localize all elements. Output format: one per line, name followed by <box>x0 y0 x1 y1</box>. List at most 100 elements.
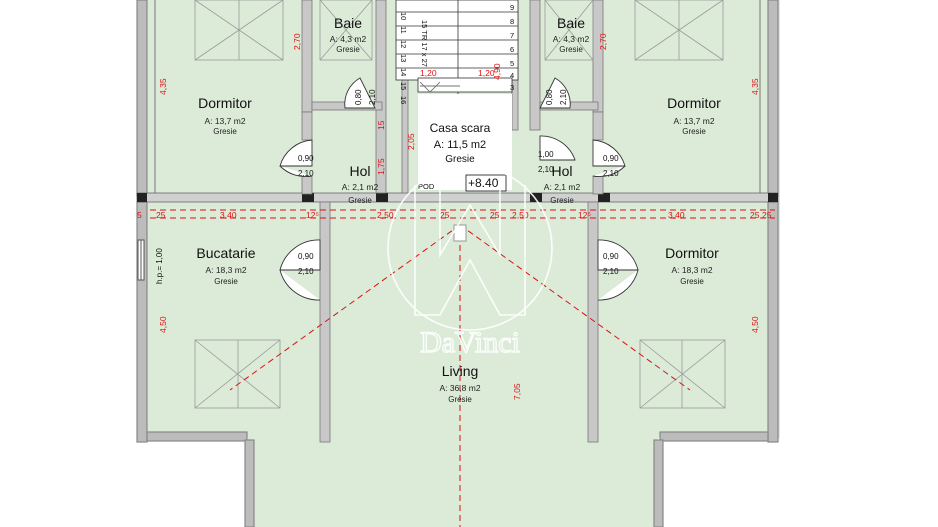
room-dormitor-top-left: Dormitor A: 13,7 m2 Gresie <box>198 95 252 136</box>
svg-text:Bucatarie: Bucatarie <box>196 245 255 261</box>
svg-text:5: 5 <box>137 210 142 220</box>
svg-text:3,40: 3,40 <box>668 210 685 220</box>
stair-numbers-right: 9 8 7 6 5 4 3 <box>510 3 514 92</box>
svg-text:15: 15 <box>376 120 386 130</box>
svg-text:A: 4,3 m2: A: 4,3 m2 <box>553 34 590 44</box>
svg-text:8: 8 <box>510 17 514 26</box>
svg-text:2,10: 2,10 <box>603 267 619 276</box>
svg-text:Dormitor: Dormitor <box>665 245 719 261</box>
svg-text:A: 36,8 m2: A: 36,8 m2 <box>439 383 480 393</box>
svg-text:12⁵: 12⁵ <box>578 210 591 220</box>
window-left <box>137 239 145 281</box>
elevation-label: +8.40 <box>468 176 499 190</box>
svg-text:A: 11,5 m2: A: 11,5 m2 <box>434 139 486 151</box>
svg-text:A: 18,3 m2: A: 18,3 m2 <box>671 265 712 275</box>
svg-text:Gresie: Gresie <box>213 127 237 136</box>
svg-text:13: 13 <box>399 54 408 62</box>
svg-text:12: 12 <box>399 40 408 48</box>
svg-text:2,10: 2,10 <box>603 169 619 178</box>
svg-text:Hol: Hol <box>551 163 572 179</box>
svg-text:1,00: 1,00 <box>538 150 554 159</box>
svg-text:2,50: 2,50 <box>377 210 394 220</box>
svg-text:25: 25 <box>440 210 450 220</box>
stair-numbers-left: 10 11 12 13 14 15 16 <box>399 12 408 104</box>
door-swings <box>279 77 639 301</box>
svg-text:4: 4 <box>510 71 514 80</box>
svg-text:Gresie: Gresie <box>214 277 238 286</box>
svg-text:Gresie: Gresie <box>348 196 372 205</box>
svg-text:16: 16 <box>399 96 408 104</box>
davinci-watermark-logo: DaVinci <box>387 165 553 360</box>
svg-text:2,70: 2,70 <box>292 33 302 50</box>
svg-text:Gresie: Gresie <box>680 277 704 286</box>
svg-text:A: 18,3 m2: A: 18,3 m2 <box>205 265 246 275</box>
svg-text:4,35: 4,35 <box>750 78 760 95</box>
svg-text:25: 25 <box>750 210 760 220</box>
svg-text:10: 10 <box>399 12 408 20</box>
svg-text:Living: Living <box>442 363 479 379</box>
svg-text:25: 25 <box>156 210 166 220</box>
stair-height-dim: 4,90 <box>492 63 502 80</box>
room-hol-right: Hol A: 2,1 m2 Gresie <box>544 163 581 205</box>
svg-text:4,35: 4,35 <box>158 78 168 95</box>
svg-text:12⁵: 12⁵ <box>306 210 319 220</box>
stair-note: 15 TR 17 x 27 <box>420 20 429 67</box>
svg-text:2,10: 2,10 <box>559 89 568 105</box>
svg-text:0,90: 0,90 <box>603 252 619 261</box>
svg-text:0,80: 0,80 <box>545 89 554 105</box>
roof-dashed-lines <box>150 209 775 527</box>
room-baie-left: Baie A: 4,3 m2 Gresie <box>330 15 367 54</box>
svg-text:1,75: 1,75 <box>376 158 386 175</box>
svg-text:7: 7 <box>510 31 514 40</box>
svg-text:5: 5 <box>510 59 514 68</box>
svg-text:A: 13,7 m2: A: 13,7 m2 <box>204 116 245 126</box>
svg-text:3: 3 <box>510 83 514 92</box>
room-living: Living A: 36,8 m2 Gresie <box>439 363 480 404</box>
stair-pod-label: POD <box>418 182 435 191</box>
bed-symbols <box>194 0 726 409</box>
svg-text:Dormitor: Dormitor <box>667 95 721 111</box>
svg-text:4,50: 4,50 <box>750 316 760 333</box>
room-baie-right: Baie A: 4,3 m2 Gresie <box>553 15 590 54</box>
room-dormitor-top-right: Dormitor A: 13,7 m2 Gresie <box>667 95 721 136</box>
svg-text:2,10: 2,10 <box>538 165 554 174</box>
svg-text:Baie: Baie <box>334 15 362 31</box>
stair-width-right: 1,20 <box>478 68 495 78</box>
middle-wall <box>136 192 779 203</box>
room-casa-scara: Casa scara A: 11,5 m2 Gresie <box>430 121 491 165</box>
svg-text:A: 13,7 m2: A: 13,7 m2 <box>673 116 714 126</box>
svg-text:Gresie: Gresie <box>682 127 706 136</box>
svg-text:0,80: 0,80 <box>354 89 363 105</box>
svg-text:0,90: 0,90 <box>298 154 314 163</box>
svg-text:Gresie: Gresie <box>448 395 472 404</box>
svg-text:0,90: 0,90 <box>603 154 619 163</box>
svg-text:A: 2,1 m2: A: 2,1 m2 <box>342 182 379 192</box>
svg-text:Baie: Baie <box>557 15 585 31</box>
svg-text:2,10: 2,10 <box>368 89 377 105</box>
room-dormitor-bottom-right: Dormitor A: 18,3 m2 Gresie <box>665 245 719 286</box>
window-label: h.p.= 1,00 <box>155 248 164 284</box>
svg-text:Gresie: Gresie <box>559 45 583 54</box>
svg-text:14: 14 <box>399 68 408 76</box>
svg-text:2,50: 2,50 <box>512 210 529 220</box>
svg-text:9: 9 <box>510 3 514 12</box>
svg-text:15: 15 <box>399 82 408 90</box>
room-bucatarie: Bucatarie A: 18,3 m2 Gresie <box>196 245 255 286</box>
svg-text:0,90: 0,90 <box>298 252 314 261</box>
svg-text:4,50: 4,50 <box>158 316 168 333</box>
svg-text:3,40: 3,40 <box>220 210 237 220</box>
svg-text:6: 6 <box>510 45 514 54</box>
svg-text:A: 2,1 m2: A: 2,1 m2 <box>544 182 581 192</box>
svg-text:25: 25 <box>762 210 772 220</box>
dimensions: 4,35 4,35 4,50 4,50 7,05 2,70 2,70 1,75 … <box>137 33 772 400</box>
svg-text:Hol: Hol <box>349 163 370 179</box>
svg-text:Casa scara: Casa scara <box>430 121 491 135</box>
svg-text:Gresie: Gresie <box>550 196 574 205</box>
svg-text:2,05: 2,05 <box>406 133 416 150</box>
svg-text:Dormitor: Dormitor <box>198 95 252 111</box>
svg-text:Gresie: Gresie <box>336 45 360 54</box>
svg-text:2,70: 2,70 <box>598 33 608 50</box>
stair-width-left: 1,20 <box>420 68 437 78</box>
room-hol-left: Hol A: 2,1 m2 Gresie <box>342 163 379 205</box>
